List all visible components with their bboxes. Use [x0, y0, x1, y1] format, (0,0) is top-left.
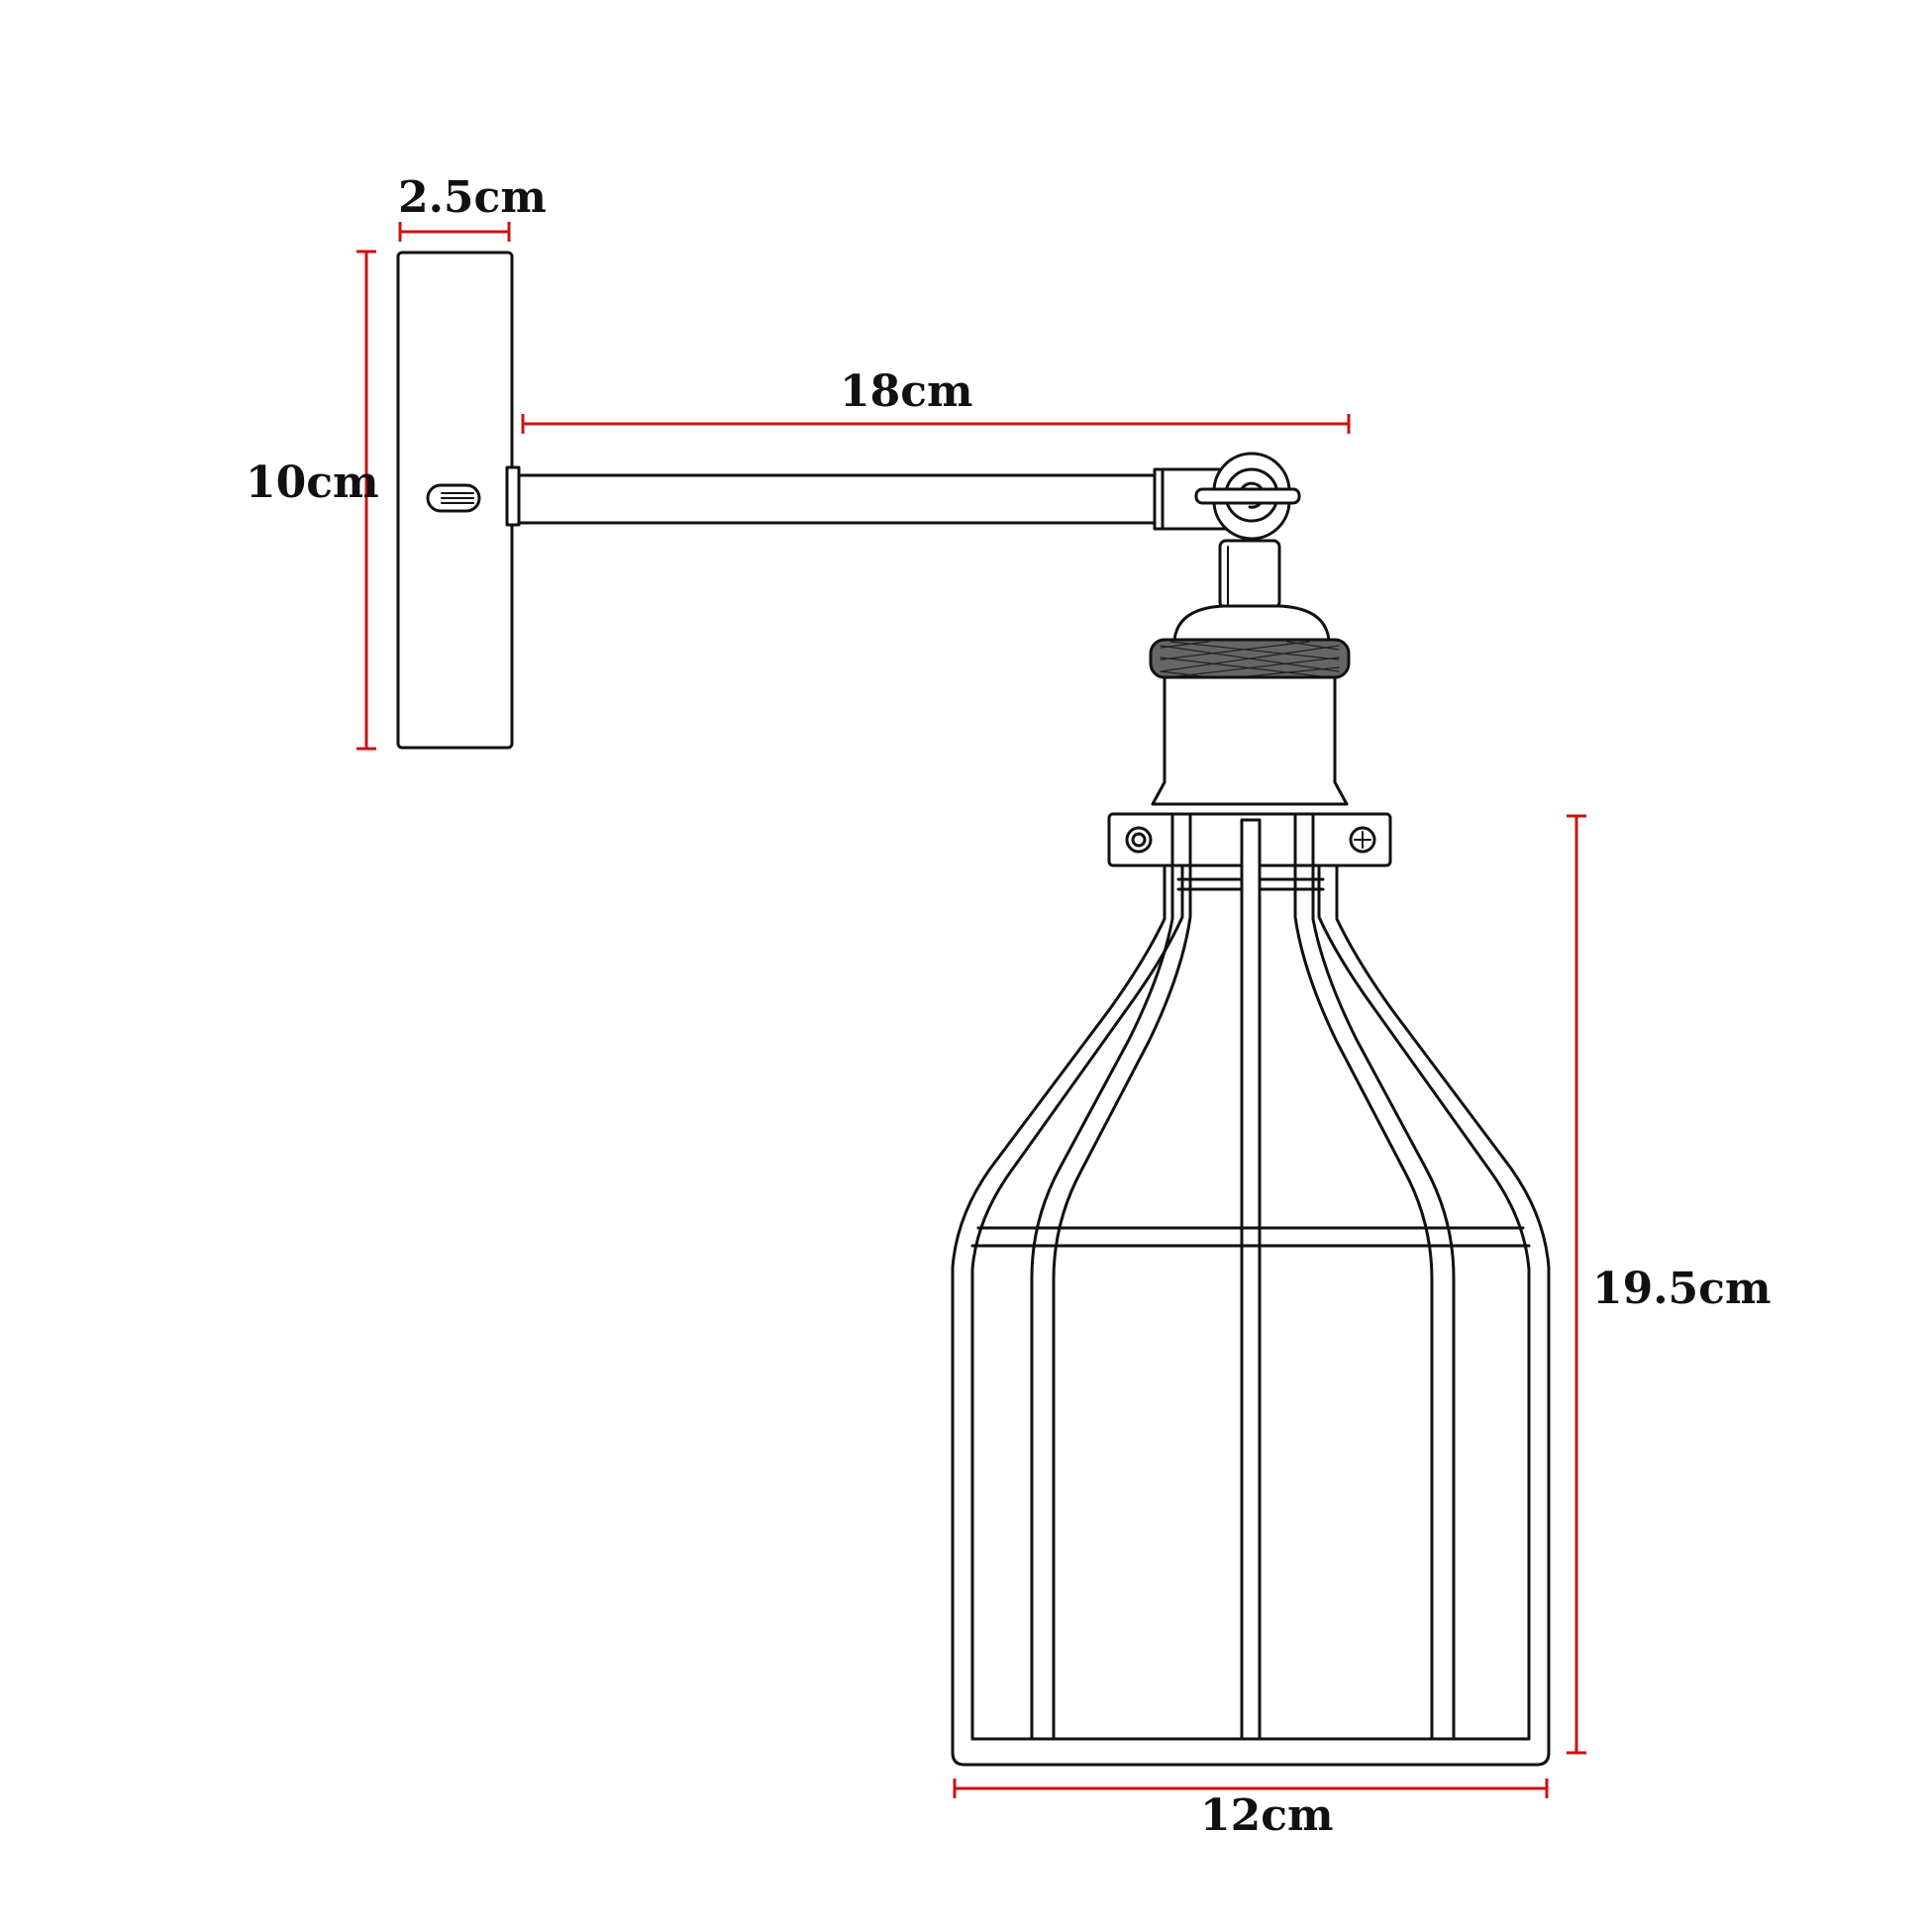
dim-line-plate-depth — [398, 222, 511, 242]
wall-plate — [396, 251, 521, 750]
wire-cage — [951, 812, 1551, 1767]
lamp-arm — [517, 467, 1230, 531]
dim-line-plate-height — [356, 250, 376, 751]
lamp-socket — [1149, 604, 1351, 806]
dim-line-arm-length — [521, 414, 1351, 434]
cage-width-label: 12cm — [1200, 1790, 1334, 1841]
plate-depth-label: 2.5cm — [398, 172, 547, 223]
arm-length-label: 18cm — [840, 366, 973, 417]
dim-line-cage-height — [1567, 814, 1586, 1755]
cage-height-label: 19.5cm — [1592, 1264, 1772, 1314]
dim-line-cage-width — [953, 1779, 1549, 1798]
plate-screw — [426, 483, 481, 513]
plate-height-label: 10cm — [246, 458, 379, 508]
